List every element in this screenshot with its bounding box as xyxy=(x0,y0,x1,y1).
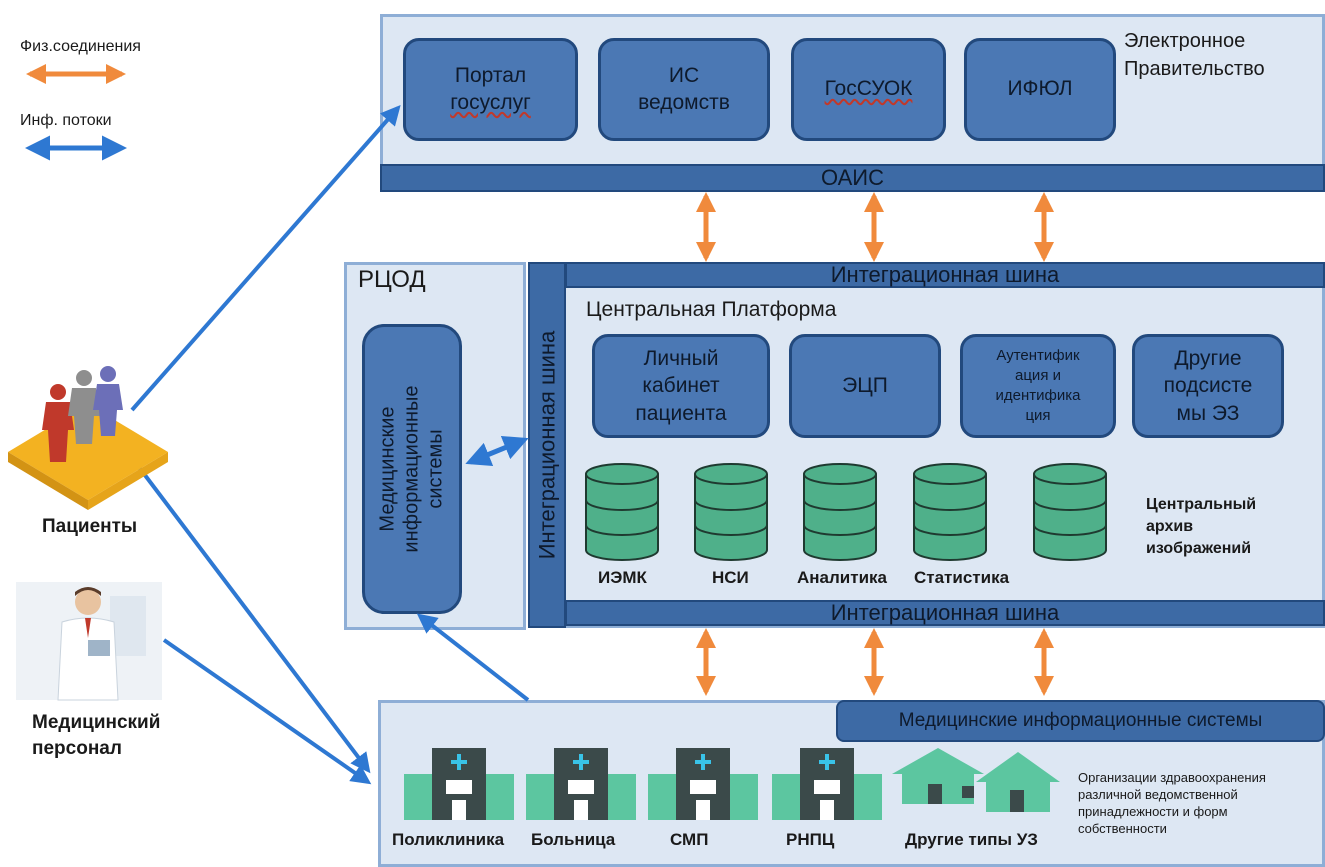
rcod-mis-line1: Медицинские xyxy=(377,406,400,532)
medical-staff-icon xyxy=(16,582,162,701)
staff-label-line1: Медицинский xyxy=(32,712,161,733)
ecp-box[interactable]: ЭЦП xyxy=(789,334,941,438)
agency-is-line2: ведомств xyxy=(638,90,730,114)
gosuslugi-portal-line2: госуслуг xyxy=(450,90,531,114)
rcod-mis-line2: информационные xyxy=(401,385,424,553)
authentication-line2: ация и xyxy=(1015,366,1061,384)
gosuslugi-portal-line1: Портал xyxy=(454,64,527,88)
facility-label-hospital: Больница xyxy=(531,830,616,849)
db-label-iemk: ИЭМК xyxy=(598,568,647,587)
db-label-nsi: НСИ xyxy=(712,568,749,587)
oais-bus-connectors xyxy=(696,192,1054,262)
agency-is-line1: ИС xyxy=(668,64,700,88)
facility-label-rnpc: РНПЦ xyxy=(786,830,835,849)
central-platform-title: Центральная Платформа xyxy=(586,298,837,321)
patients-icon xyxy=(8,366,168,510)
patients-label: Пациенты xyxy=(42,516,138,537)
rcod-mis-box[interactable]: Медицинские информационные системы xyxy=(362,324,462,614)
org-desc-line1: Организации здравоохранения xyxy=(1078,770,1266,785)
db-label-analytics: Аналитика xyxy=(797,568,887,587)
egov-title-line2: Правительство xyxy=(1124,58,1265,80)
bus-facilities-connectors xyxy=(696,628,1054,696)
rcod-mis-text: Медицинские информационные системы xyxy=(376,385,448,552)
patient-cabinet-line2: кабинет xyxy=(642,374,720,398)
archive-line1: Центральный xyxy=(1146,496,1257,513)
gossuok-box[interactable]: ГосСУОК xyxy=(791,38,946,141)
patient-cabinet-line1: Личный xyxy=(643,347,719,371)
facility-label-polyclinic: Поликлиника xyxy=(392,830,505,849)
oais-bus: ОАИС xyxy=(380,164,1325,192)
facility-label-smp: СМП xyxy=(670,830,709,849)
ecp-label: ЭЦП xyxy=(842,373,888,397)
integration-bus-left-label: Интеграционная шина xyxy=(534,330,559,560)
integration-bus-left: Интеграционная шина xyxy=(528,262,566,628)
other-subsystems-line1: Другие xyxy=(1174,347,1242,371)
authentication-line3: идентифика xyxy=(995,387,1081,404)
legend-info-label: Инф. потоки xyxy=(20,112,112,129)
rcod-title: РЦОД xyxy=(358,266,426,293)
integration-bus-top-label: Интеграционная шина xyxy=(830,262,1060,287)
integration-bus-bottom: Интеграционная шина xyxy=(565,600,1325,626)
staff-to-facilities-arrow xyxy=(162,638,372,785)
egov-title-line1: Электронное xyxy=(1124,30,1246,52)
patient-cabinet-box[interactable]: Личный кабинет пациента xyxy=(592,334,770,438)
org-desc-line2: различной ведомственной xyxy=(1078,787,1238,802)
integration-bus-bottom-label: Интеграционная шина xyxy=(830,600,1060,625)
patient-cabinet-line3: пациента xyxy=(635,401,727,425)
authentication-line1: Аутентифик xyxy=(996,346,1080,364)
ifyul-label: ИФЮЛ xyxy=(1007,77,1073,101)
patients-to-facilities-arrow xyxy=(130,456,371,774)
db-label-statistics: Статистика xyxy=(914,568,1010,587)
facilities-mis-bar-label: Медицинские информационные системы xyxy=(898,710,1263,731)
central-platform-panel xyxy=(528,262,1325,628)
facility-label-other: Другие типы УЗ xyxy=(905,830,1038,849)
other-subsystems-box[interactable]: Другие подсисте мы ЭЗ xyxy=(1132,334,1284,438)
integration-bus-top: Интеграционная шина xyxy=(565,262,1325,288)
authentication-line4: ция xyxy=(1025,407,1051,425)
org-desc-line3: принадлежности и форм xyxy=(1078,804,1228,819)
org-desc-line4: собственности xyxy=(1078,821,1167,836)
facilities-mis-bar: Медицинские информационные системы xyxy=(836,700,1325,742)
gossuok-label: ГосСУОК xyxy=(824,77,913,101)
ifyul-box[interactable]: ИФЮЛ xyxy=(964,38,1116,141)
other-subsystems-line2: подсисте xyxy=(1163,374,1253,398)
rcod-mis-line3: системы xyxy=(425,429,448,509)
legend-physical-label: Физ.соединения xyxy=(20,38,141,55)
archive-line3: изображений xyxy=(1146,540,1252,557)
oais-bus-label: ОАИС xyxy=(820,165,884,190)
archive-line2: архив xyxy=(1146,518,1194,535)
other-subsystems-line3: мы ЭЗ xyxy=(1176,401,1240,425)
authentication-box[interactable]: Аутентифик ация и идентифика ция xyxy=(960,334,1116,438)
gosuslugi-portal-box[interactable]: Портал госуслуг xyxy=(403,38,578,141)
agency-is-box[interactable]: ИС ведомств xyxy=(598,38,770,141)
staff-label-line2: персонал xyxy=(32,738,122,759)
